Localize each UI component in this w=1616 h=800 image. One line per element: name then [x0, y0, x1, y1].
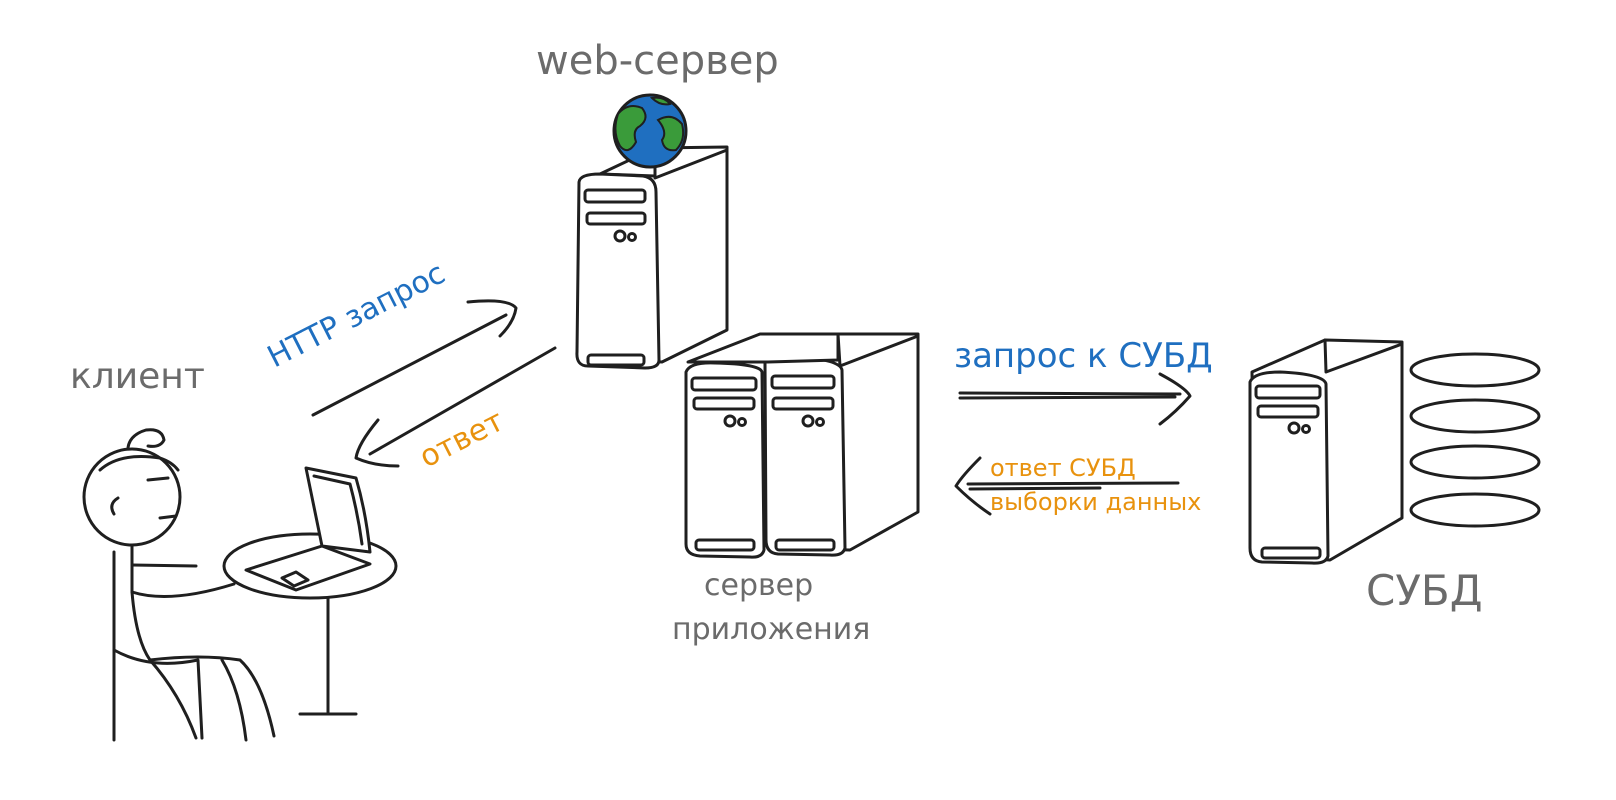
response-arrow: [354, 346, 557, 468]
client-label: клиент: [70, 356, 205, 397]
dbms-server-icon: [1248, 338, 1404, 565]
web-server-label: web-сервер: [536, 38, 779, 84]
dbms-label: СУБД: [1366, 566, 1483, 615]
dbms-response-arrow: [954, 456, 1180, 516]
database-disks-icon: [1409, 352, 1541, 528]
dbms-request-arrow: [958, 372, 1192, 426]
globe-icon: [612, 93, 688, 169]
app-server-icon: [684, 332, 920, 559]
dbms-response-label-line2: выборки данных: [990, 488, 1202, 516]
app-server-label-line1: сервер: [704, 568, 814, 603]
person-at-laptop-icon: [82, 428, 398, 742]
dbms-response-label-line1: ответ СУБД: [990, 454, 1136, 482]
web-server-icon: [575, 145, 729, 370]
http-request-arrow: [311, 299, 518, 417]
app-server-label-line2: приложения: [672, 612, 871, 647]
dbms-request-label: запрос к СУБД: [954, 336, 1213, 376]
